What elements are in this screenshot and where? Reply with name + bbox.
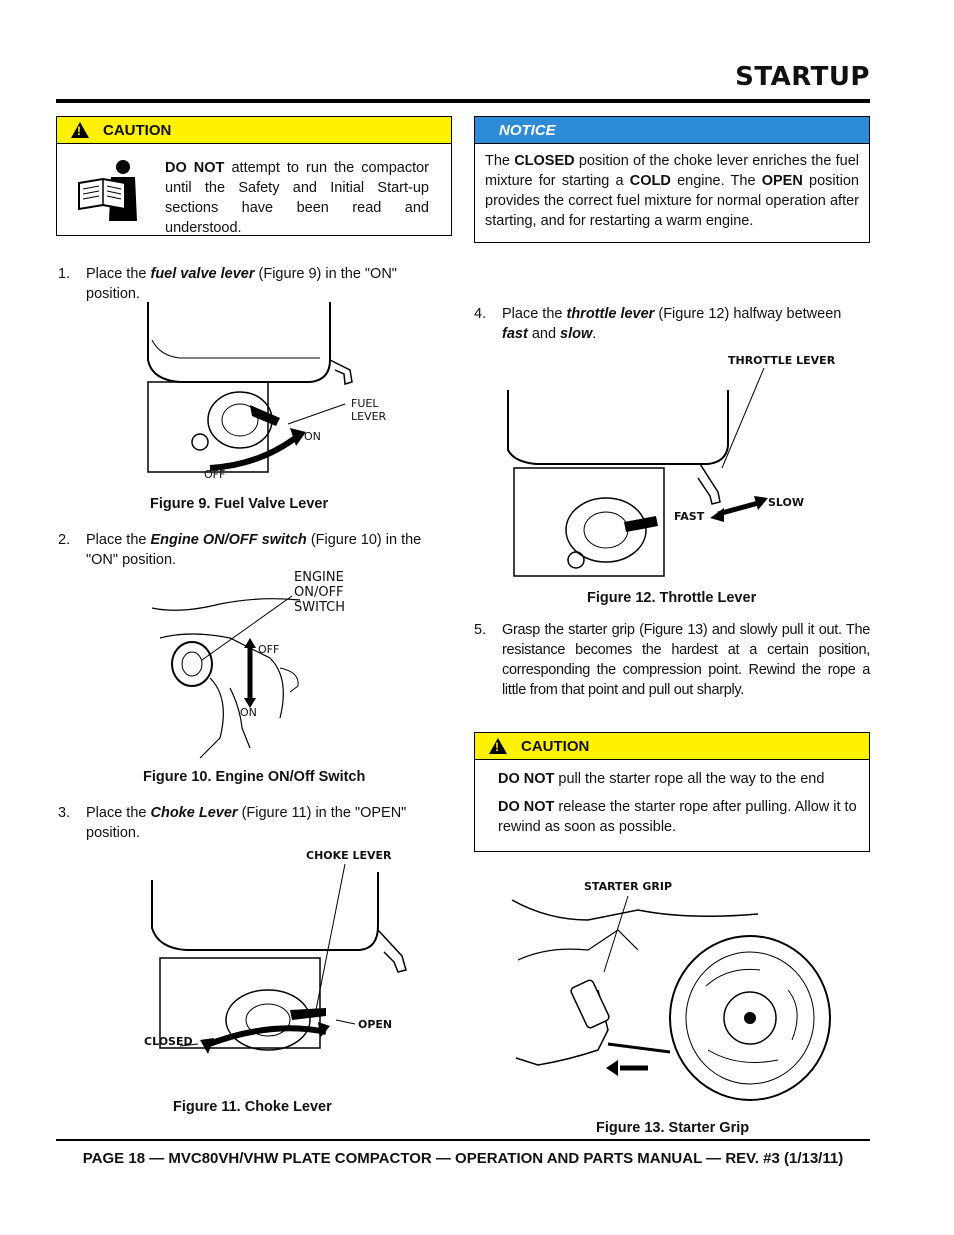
footer-rule [56, 1139, 870, 1141]
label-fuel: FUEL [351, 397, 379, 410]
switch-on-label: ON [240, 706, 257, 719]
throttle-lever-figure [507, 367, 768, 577]
caution-label: CAUTION [103, 121, 172, 139]
warning-icon [71, 122, 89, 138]
notice-t1: The [485, 153, 515, 169]
caution-box-starter-rope: CAUTION DO NOT pull the starter rope all… [474, 732, 870, 852]
person-reading-manual-icon [78, 160, 137, 221]
notice-t4: position provides the correct fuel mixtu… [485, 173, 859, 229]
page-title: STARTUP [735, 62, 870, 92]
starter-grip-label: STARTER GRIP [584, 880, 673, 893]
label-lever: LEVER [351, 410, 387, 423]
throttle-lever-label: THROTTLE LEVER [728, 354, 836, 367]
step-number: 2. [58, 532, 71, 548]
notice-open: OPEN [761, 173, 803, 189]
notice-closed: CLOSED [514, 153, 575, 169]
switch-off-label: OFF [258, 643, 280, 656]
caution-header: CAUTION [57, 117, 451, 144]
step-text-mid: (Figure 12) halfway between [654, 306, 842, 322]
step-emphasis: throttle lever [566, 306, 655, 322]
caution-donot: DO NOT [165, 160, 225, 176]
step-text: Place the [502, 306, 567, 322]
step-emphasis: fuel valve lever [150, 266, 255, 282]
warning-icon [489, 738, 507, 754]
fuel-valve-lever-figure [147, 302, 353, 473]
header-rule [56, 99, 870, 103]
closed-label: CLOSED [144, 1035, 193, 1048]
step-text: Place the [86, 266, 151, 282]
caution-header: CAUTION [475, 733, 869, 760]
caution-body: attempt to run the compactor until the S… [165, 160, 429, 236]
step-number: 5. [474, 622, 487, 638]
caution-label: CAUTION [521, 737, 590, 755]
step-4: 4. Place the throttle lever (Figure 12) … [474, 304, 870, 344]
label-switch: SWITCH [294, 600, 345, 615]
step-emphasis-fast: fast [502, 326, 528, 342]
caution-line-1: DO NOT pull the starter rope all the way… [498, 769, 858, 789]
step-number: 1. [58, 266, 71, 282]
caution-text-2: release the starter rope after pulling. … [498, 799, 857, 835]
step-3: 3. Place the Choke Lever (Figure 11) in … [58, 803, 454, 843]
notice-box-choke: NOTICE The CLOSED position of the choke … [474, 116, 870, 243]
caution-box-read-manual: CAUTION DO NOT attempt to run the compac… [56, 116, 452, 236]
figure-12-caption: Figure 12. Throttle Lever [587, 590, 757, 606]
figure-9-caption: Figure 9. Fuel Valve Lever [150, 496, 329, 512]
step-emphasis-slow: slow [560, 326, 593, 342]
step-emphasis: Choke Lever [150, 805, 238, 821]
caution-line-2: DO NOT release the starter rope after pu… [498, 797, 858, 837]
starter-grip-figure [511, 895, 831, 1101]
figure-13-caption: Figure 13. Starter Grip [596, 1120, 750, 1136]
figure-10-caption: Figure 10. Engine ON/Off Switch [143, 769, 366, 785]
step-2: 2. Place the Engine ON/OFF switch (Figur… [58, 530, 454, 570]
step-number: 4. [474, 306, 487, 322]
step-text: Place the [86, 532, 151, 548]
step-text-end: (Figure 10) in the "ON" position. [86, 532, 422, 568]
choke-lever-figure [151, 863, 407, 1054]
label-engine: ENGINE [294, 570, 344, 585]
step-text: Place the [86, 805, 151, 821]
caution-donot-1: DO NOT [498, 771, 555, 787]
engine-switch-figure [151, 595, 301, 759]
step-text: Grasp the starter grip (Figure 13) and s… [502, 622, 870, 698]
notice-t2: position of the choke lever enriches the… [485, 153, 860, 189]
caution-text-1: pull the starter rope all the way to the… [554, 771, 825, 787]
open-label: OPEN [358, 1018, 393, 1031]
notice-t3: engine. The [670, 173, 762, 189]
choke-lever-label: CHOKE LEVER [306, 849, 392, 862]
caution-donot-2: DO NOT [498, 799, 555, 815]
notice-text: The CLOSED position of the choke lever e… [485, 151, 859, 231]
step-text-end: (Figure 11) in the "OPEN" position. [86, 805, 407, 841]
page-footer: PAGE 18 — MVC80VH/VHW PLATE COMPACTOR — … [82, 1150, 844, 1167]
fast-label: FAST [674, 510, 705, 523]
step-text-end: (Figure 9) in the "ON" position. [86, 266, 397, 302]
caution-text: DO NOT attempt to run the compactor unti… [165, 158, 429, 238]
on-label: ON [304, 430, 321, 443]
step-5: 5. Grasp the starter grip (Figure 13) an… [474, 620, 870, 700]
slow-label: SLOW [768, 496, 805, 509]
notice-label: NOTICE [475, 117, 869, 144]
step-text-end: . [592, 326, 597, 342]
off-label: OFF [204, 468, 226, 481]
step-1: 1. Place the fuel valve lever (Figure 9)… [58, 264, 454, 304]
label-onoff: ON/OFF [294, 585, 344, 600]
step-text-and: and [527, 326, 561, 342]
step-emphasis: Engine ON/OFF switch [150, 532, 307, 548]
step-number: 3. [58, 805, 71, 821]
notice-cold: COLD [629, 173, 671, 189]
figure-11-caption: Figure 11. Choke Lever [173, 1099, 332, 1115]
